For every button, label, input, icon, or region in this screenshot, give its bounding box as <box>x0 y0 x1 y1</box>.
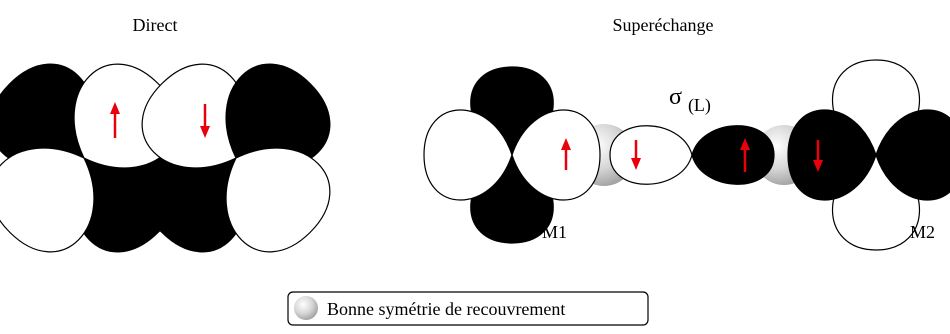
legend: Bonne symétrie de recouvrement <box>287 291 649 326</box>
spin-arrow-up <box>561 138 571 170</box>
spin-arrow-up <box>740 138 750 172</box>
sigma-subscript: (L) <box>688 95 711 116</box>
superexchange-panel: σ (L) M1 M2 <box>423 59 950 251</box>
lobe-empty <box>609 125 693 185</box>
ligand-sigma-orbital <box>609 125 775 185</box>
lobe-filled <box>691 125 775 185</box>
direct-exchange-panel <box>0 44 350 272</box>
grey-sphere-icon <box>294 296 318 320</box>
metal-label-m2: M2 <box>910 222 935 242</box>
metal-label-m1: M1 <box>542 222 567 242</box>
sigma-label: σ (L) <box>669 84 711 116</box>
title-superexchange: Superéchange <box>613 15 714 35</box>
d-orbital-m1 <box>423 66 601 244</box>
spin-arrow-up <box>110 102 120 138</box>
spin-arrow-down <box>631 140 641 170</box>
spin-arrow-down <box>813 140 823 172</box>
legend-text: Bonne symétrie de recouvrement <box>327 299 565 319</box>
spin-arrow-down <box>200 104 210 138</box>
sigma-symbol: σ <box>669 84 682 110</box>
legend-box <box>287 291 649 326</box>
title-direct: Direct <box>133 15 178 35</box>
